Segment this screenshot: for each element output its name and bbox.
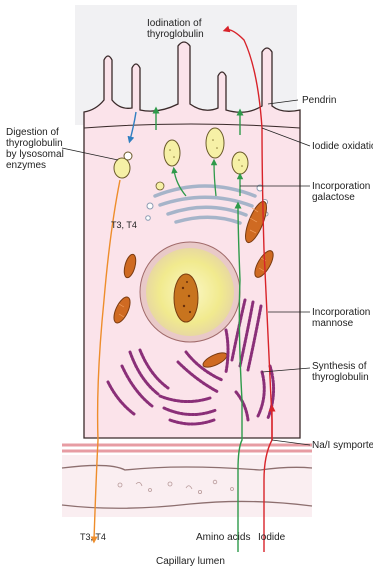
label-iodide-oxidation: Iodide oxidation [312,141,373,152]
label-capillary-lumen: Capillary lumen [156,556,225,567]
label-mannose-line2: mannose [312,318,373,329]
label-iodination-line1: Iodination of [147,18,204,29]
label-amino-acids: Amino acids [196,532,250,543]
label-synthesis-line2: thyroglobulin [312,372,369,383]
label-digestion-line4: enzymes [6,160,64,171]
label-incorporation-mannose: Incorporation of mannose [312,307,373,329]
label-pendrin: Pendrin [302,95,336,106]
label-iodination-line2: thyroglobulin [147,29,204,40]
label-galactose-line1: Incorporation of [312,181,373,192]
nucleolus [174,274,198,322]
label-na-i-symporter: Na/I symporter [312,440,373,451]
label-synthesis-thyroglobulin: Synthesis of thyroglobulin [312,361,369,383]
label-iodide: Iodide [258,532,285,543]
label-iodination: Iodination of thyroglobulin [147,18,204,40]
label-mannose-line1: Incorporation of [312,307,373,318]
label-t3-t4-inner: T3, T4 [111,220,137,231]
label-galactose-line2: galactose [312,192,373,203]
label-digestion-line2: thyroglobulin [6,138,64,149]
label-digestion-line3: by lysosomal [6,149,64,160]
label-incorporation-galactose: Incorporation of galactose [312,181,373,203]
label-digestion-line1: Digestion of [6,127,64,138]
label-digestion: Digestion of thyroglobulin by lysosomal … [6,127,64,171]
label-synthesis-line1: Synthesis of [312,361,369,372]
label-t3-t4-bottom: T3, T4 [80,532,106,543]
